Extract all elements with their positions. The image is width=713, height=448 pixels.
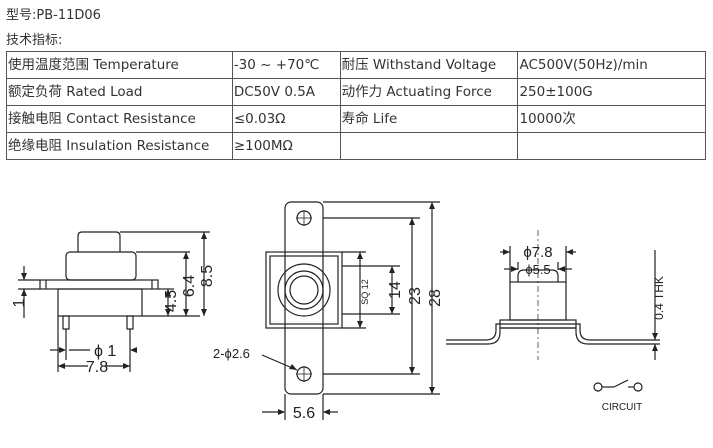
circuit-label: CIRCUIT: [602, 402, 643, 413]
spec-label: [339, 132, 519, 160]
spec-label: 接触电阻 Contact Resistance: [6, 105, 233, 133]
spec-label: 额定负荷 Rated Load: [6, 78, 233, 106]
circuit-symbol: [593, 379, 643, 392]
spec-value: [517, 132, 706, 160]
spec-value: AC500V(50Hz)/min: [517, 51, 706, 79]
dim-label: SQ 12: [360, 279, 370, 305]
spec-value: 10000次: [517, 105, 706, 133]
dim-label: 2-ϕ2.6: [213, 346, 250, 361]
dim-label: 4.5: [163, 290, 180, 312]
end-view: [446, 230, 660, 360]
dim-label: ϕ5.5: [525, 262, 550, 277]
table-row: 使用温度范围 Temperature -30 ~ +70℃ 耐压 Withsta…: [6, 51, 706, 79]
top-view: [261, 201, 440, 420]
spec-heading: 技术指标:: [6, 33, 63, 48]
spec-table: 使用温度范围 Temperature -30 ~ +70℃ 耐压 Withsta…: [6, 51, 706, 160]
spec-label: 耐压 Withstand Voltage: [339, 51, 519, 79]
spec-label: 使用温度范围 Temperature: [6, 51, 233, 79]
spec-value: ≥100MΩ: [231, 132, 341, 160]
dim-label: 7.8: [86, 359, 108, 376]
spec-label: 寿命 Life: [339, 105, 519, 133]
technical-drawing: 1 4.5 6.4 8.5 ϕ 1 7.8 SQ 12 14 23 28 2-ϕ…: [11, 201, 666, 422]
spec-label: 绝缘电阻 Insulation Resistance: [6, 132, 233, 160]
table-row: 绝缘电阻 Insulation Resistance ≥100MΩ: [6, 132, 706, 160]
spec-value: 250±100G: [517, 78, 706, 106]
model-number: 型号:PB-11D06: [6, 8, 101, 23]
dim-label: 8.5: [199, 265, 216, 287]
spec-value: ≤0.03Ω: [231, 105, 341, 133]
spec-label: 动作力 Actuating Force: [339, 78, 519, 106]
dim-label: ϕ7.8: [523, 244, 552, 261]
table-row: 额定负荷 Rated Load DC50V 0.5A 动作力 Actuating…: [6, 78, 706, 106]
dim-label: 28: [427, 289, 444, 307]
dim-label: ϕ 1: [94, 343, 116, 360]
dim-label: 14: [387, 281, 404, 299]
spec-value: -30 ~ +70℃: [231, 51, 341, 79]
spec-value: DC50V 0.5A: [231, 78, 341, 106]
side-view: [18, 231, 210, 372]
dim-label: 0.4 THK: [652, 276, 666, 320]
dim-label: 23: [407, 287, 424, 305]
dim-label: 1: [11, 298, 28, 307]
dim-label: 6.4: [181, 275, 198, 297]
dim-label: 5.6: [293, 405, 315, 422]
table-row: 接触电阻 Contact Resistance ≤0.03Ω 寿命 Life 1…: [6, 105, 706, 133]
